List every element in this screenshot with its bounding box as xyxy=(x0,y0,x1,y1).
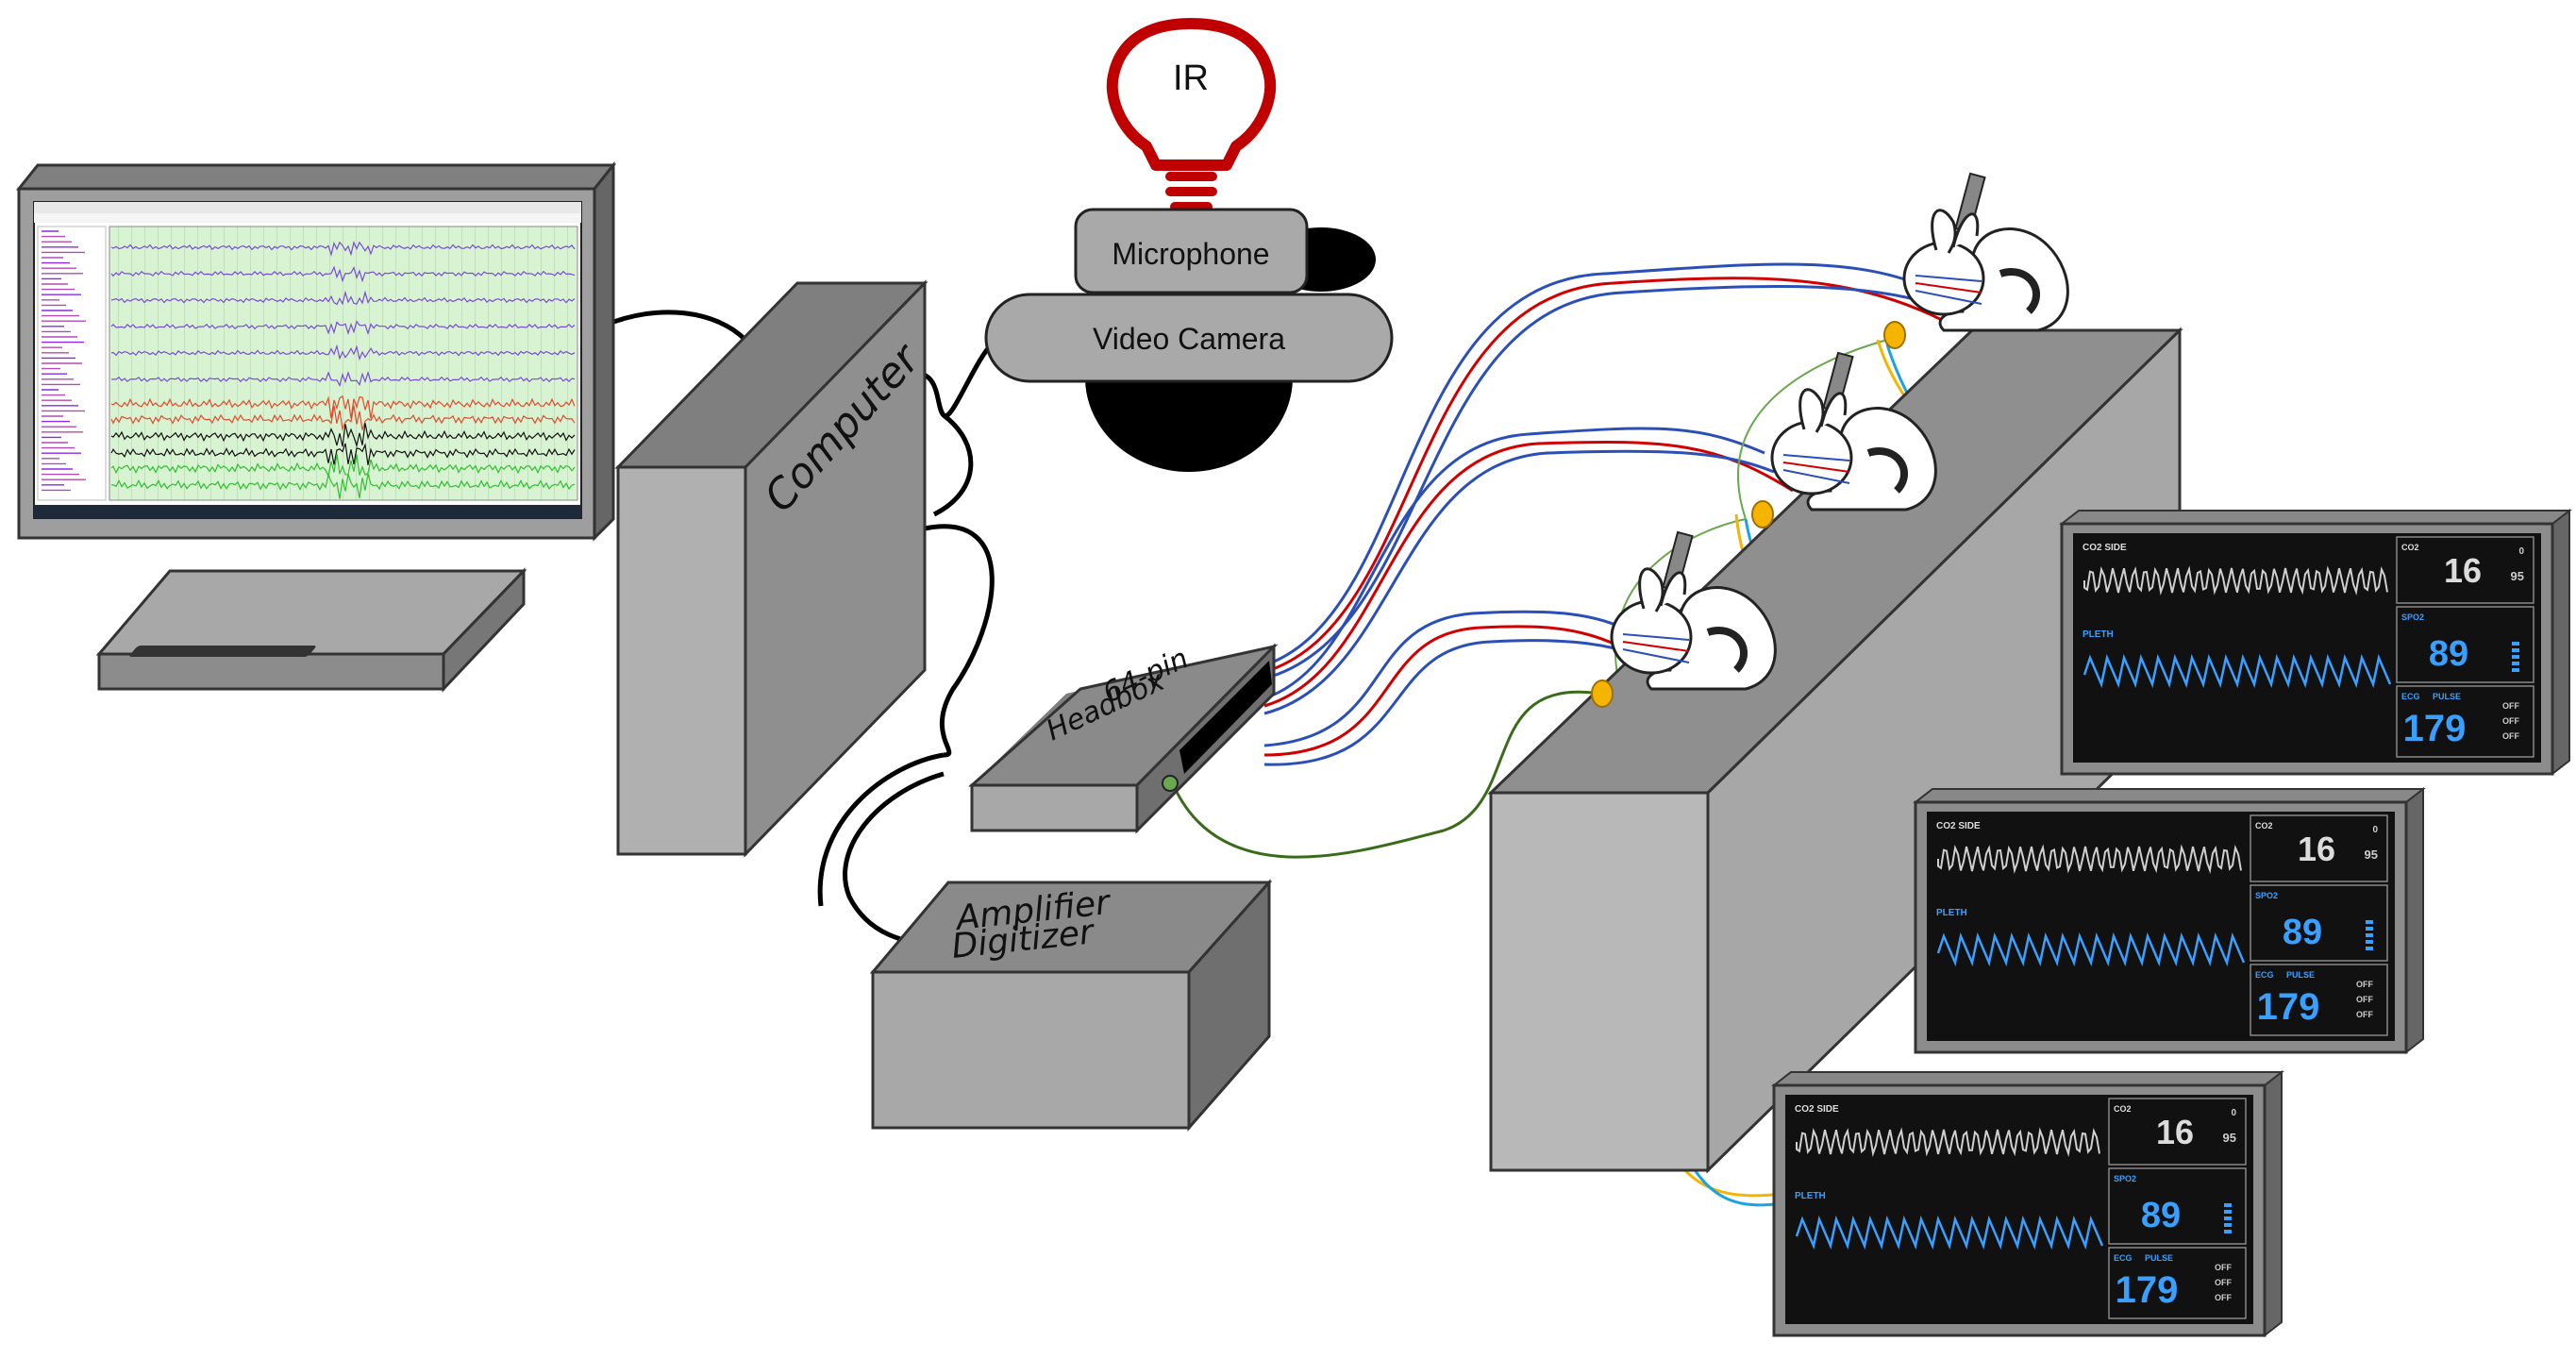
pulse-value: 179 xyxy=(2403,708,2467,749)
spo2-label: SPO2 xyxy=(2401,612,2424,622)
channel-list xyxy=(42,230,86,492)
sensor-clip xyxy=(1883,321,1906,349)
video-camera-label: Video Camera xyxy=(1093,322,1285,356)
eeg-trace xyxy=(110,394,576,419)
keyboard xyxy=(95,567,527,693)
pleth-waveform xyxy=(1795,1215,2104,1250)
co2-small-a: 0 xyxy=(2231,1108,2236,1118)
pleth-label: PLETH xyxy=(1936,908,1967,918)
off-label: OFF xyxy=(2215,1263,2232,1272)
pleth-label: PLETH xyxy=(2083,629,2114,640)
spo2-value: 89 xyxy=(2283,913,2322,952)
eeg-trace xyxy=(110,405,576,431)
off-label: OFF xyxy=(2502,701,2519,711)
co2-header: CO2 SIDE xyxy=(2083,543,2127,553)
spo2-value: 89 xyxy=(2429,634,2468,674)
ecg-label: ECG xyxy=(2401,692,2420,701)
eeg-trace xyxy=(110,290,576,306)
off-label: OFF xyxy=(2502,716,2519,726)
eeg-trace xyxy=(110,370,576,388)
eeg-trace xyxy=(110,453,576,478)
co2-header: CO2 SIDE xyxy=(1936,821,1981,831)
computer-monitor xyxy=(15,160,617,542)
eeg-trace xyxy=(110,241,576,257)
off-label: OFF xyxy=(2215,1278,2232,1287)
co2-value: 16 xyxy=(2444,551,2482,590)
co2-value: 16 xyxy=(2298,830,2335,868)
co2-header: CO2 SIDE xyxy=(1795,1104,1839,1115)
spo2-value: 89 xyxy=(2141,1196,2181,1235)
eeg-trace xyxy=(110,265,576,283)
rabbits xyxy=(1591,172,2069,708)
off-label: OFF xyxy=(2356,1010,2373,1019)
eeg-trace xyxy=(110,443,576,465)
sensor-clip xyxy=(1591,680,1614,708)
pleth-waveform xyxy=(1936,931,2246,967)
co2-waveform xyxy=(1937,844,2242,875)
camera-assembly: Microphone Video Camera xyxy=(984,208,1394,472)
pulse-value: 179 xyxy=(2116,1269,2179,1311)
eeg-trace xyxy=(110,423,576,448)
pulse-value: 179 xyxy=(2257,986,2320,1028)
ecg-label: ECG xyxy=(2114,1253,2133,1263)
co2-waveform xyxy=(1796,1127,2100,1158)
co2-small-b: 95 xyxy=(2365,847,2378,862)
co2-small-a: 0 xyxy=(2372,825,2378,835)
pulse-label: PULSE xyxy=(2286,970,2315,980)
black-cables xyxy=(603,310,1001,947)
pleth-waveform xyxy=(2083,653,2392,689)
co2-small-b: 95 xyxy=(2223,1131,2236,1145)
co2-label: CO2 xyxy=(2401,543,2419,552)
sensor-clip xyxy=(1751,500,1774,528)
co2-label: CO2 xyxy=(2255,821,2273,830)
co2-label: CO2 xyxy=(2114,1104,2132,1114)
co2-waveform xyxy=(2083,565,2388,596)
microphone-box xyxy=(1074,208,1309,294)
pleth-label: PLETH xyxy=(1795,1191,1826,1201)
off-label: OFF xyxy=(2502,731,2519,741)
microphone-label: Microphone xyxy=(1112,237,1269,271)
spacebar xyxy=(129,646,316,657)
eeg-trace xyxy=(110,473,576,499)
headbox: 64-pin Headbox xyxy=(968,642,1279,834)
pulse-label: PULSE xyxy=(2145,1253,2173,1263)
rabbit-3 xyxy=(1591,530,1777,708)
video-camera-box xyxy=(984,293,1394,383)
computer-tower: Computer xyxy=(614,279,930,858)
spo2-label: SPO2 xyxy=(2114,1174,2136,1183)
rabbit-2 xyxy=(1751,351,1937,528)
eeg-trace xyxy=(110,320,576,336)
spo2-label: SPO2 xyxy=(2255,891,2278,900)
amplifier-digitizer: Amplifier Digitizer xyxy=(869,879,1273,1132)
ecg-label: ECG xyxy=(2255,970,2274,980)
pulse-label: PULSE xyxy=(2433,692,2461,701)
off-label: OFF xyxy=(2356,980,2373,989)
off-label: OFF xyxy=(2215,1293,2232,1302)
rabbit-1 xyxy=(1883,172,2069,349)
ir-bulb-icon: IR xyxy=(1106,18,1277,211)
eeg-traces xyxy=(110,241,576,499)
co2-value: 16 xyxy=(2156,1113,2194,1151)
off-label: OFF xyxy=(2356,995,2373,1004)
ir-label: IR xyxy=(1173,59,1209,98)
keyboard-keys xyxy=(129,646,316,657)
eeg-trace xyxy=(110,344,576,361)
co2-small-b: 95 xyxy=(2511,569,2524,583)
co2-small-a: 0 xyxy=(2518,546,2524,557)
